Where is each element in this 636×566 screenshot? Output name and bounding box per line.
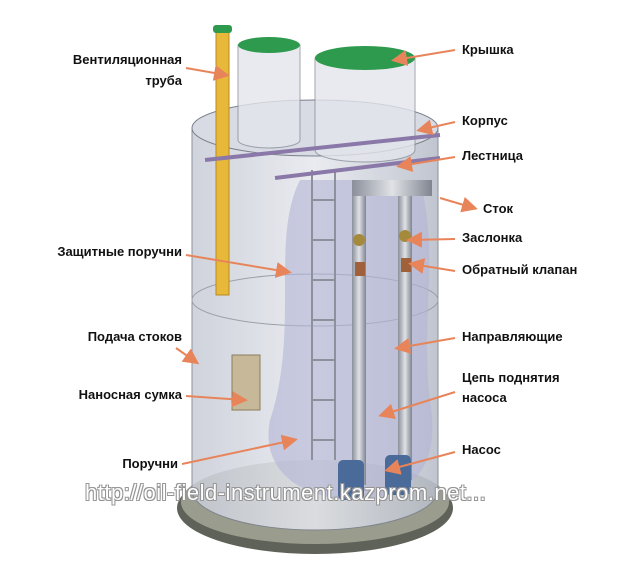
hatch-cylinders <box>237 37 416 163</box>
tank-body <box>191 99 439 531</box>
label-guides: Направляющие <box>462 329 563 344</box>
label-valve: Заслонка <box>462 230 523 245</box>
label-vent-pipe-line1: Вентиляционная <box>72 52 182 67</box>
label-chain-line2: насоса <box>462 390 507 405</box>
basket <box>231 354 261 411</box>
label-inlet: Подача стоков <box>87 329 182 344</box>
label-outlet: Сток <box>483 201 514 216</box>
label-check-valve: Обратный клапан <box>462 262 578 277</box>
label-body: Корпус <box>462 113 508 128</box>
label-guard-rails: Защитные поручни <box>57 244 182 259</box>
watermark: http://oil-field-instrument.kazprom.net.… <box>85 480 487 505</box>
label-pump: Насос <box>462 442 501 457</box>
label-handrails: Поручни <box>122 456 178 471</box>
vent-pipe <box>213 25 232 296</box>
ladder <box>311 170 336 460</box>
label-arrows <box>175 49 478 475</box>
label-cover: Крышка <box>462 42 514 57</box>
label-chain-line1: Цепь поднятия <box>462 370 560 385</box>
label-ladder: Лестница <box>462 148 524 163</box>
label-basket: Наносная сумка <box>78 387 182 402</box>
label-vent-pipe-line2: труба <box>145 73 182 88</box>
